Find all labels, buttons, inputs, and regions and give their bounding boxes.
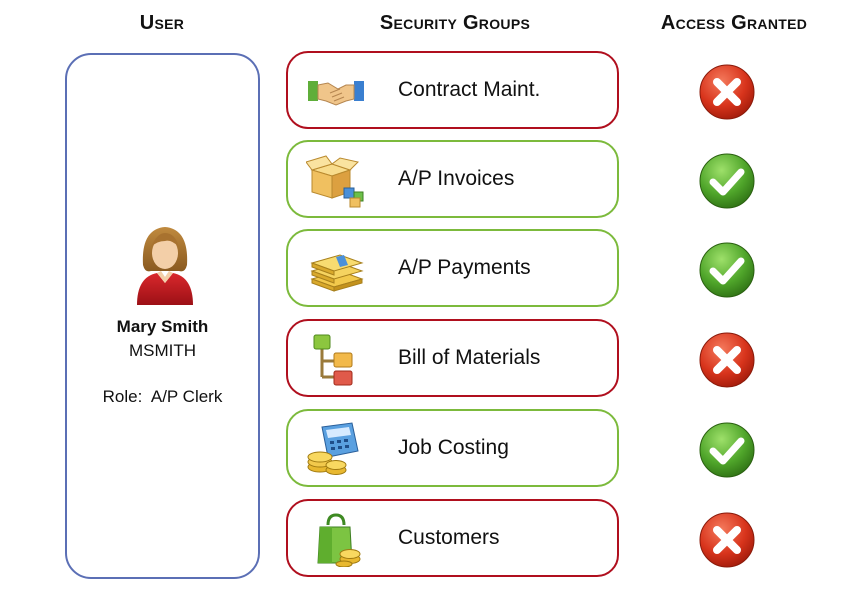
shopping-bag-icon bbox=[317, 513, 361, 567]
header-access-granted: Access Granted bbox=[660, 12, 808, 34]
group-ap-payments: A/P Payments bbox=[286, 229, 619, 307]
handshake-icon bbox=[308, 81, 364, 106]
group-label: A/P Invoices bbox=[398, 167, 515, 190]
group-job-costing: Job Costing bbox=[286, 409, 619, 487]
group-label: Job Costing bbox=[398, 436, 509, 459]
denied-x-icon bbox=[699, 332, 755, 388]
group-ap-invoices: A/P Invoices bbox=[286, 140, 619, 218]
user-name: Mary Smith bbox=[116, 317, 209, 336]
group-label: Contract Maint. bbox=[398, 78, 541, 101]
denied-x-icon bbox=[699, 512, 755, 568]
granted-check-icon bbox=[699, 153, 755, 209]
calculator-coins-icon bbox=[307, 422, 359, 475]
group-label: Bill of Materials bbox=[398, 346, 541, 369]
denied-x-icon bbox=[699, 64, 755, 120]
group-bill-of-materials: Bill of Materials bbox=[286, 319, 619, 397]
header-user: User bbox=[139, 12, 185, 34]
granted-check-icon bbox=[699, 242, 755, 298]
hierarchy-icon bbox=[313, 334, 353, 386]
user-id: MSMITH bbox=[128, 341, 197, 360]
boxes-icon bbox=[306, 155, 364, 208]
group-customers: Customers bbox=[286, 499, 619, 577]
group-label: Customers bbox=[398, 526, 500, 549]
granted-check-icon bbox=[699, 422, 755, 478]
group-contract-maint: Contract Maint. bbox=[286, 51, 619, 129]
user-role: Role: A/P Clerk bbox=[102, 387, 223, 406]
money-stack-icon bbox=[310, 254, 364, 292]
user-panel: Mary Smith MSMITH Role: A/P Clerk bbox=[65, 53, 260, 579]
header-security-groups: Security Groups bbox=[379, 12, 531, 34]
group-label: A/P Payments bbox=[398, 256, 531, 279]
user-avatar-icon bbox=[137, 227, 193, 305]
